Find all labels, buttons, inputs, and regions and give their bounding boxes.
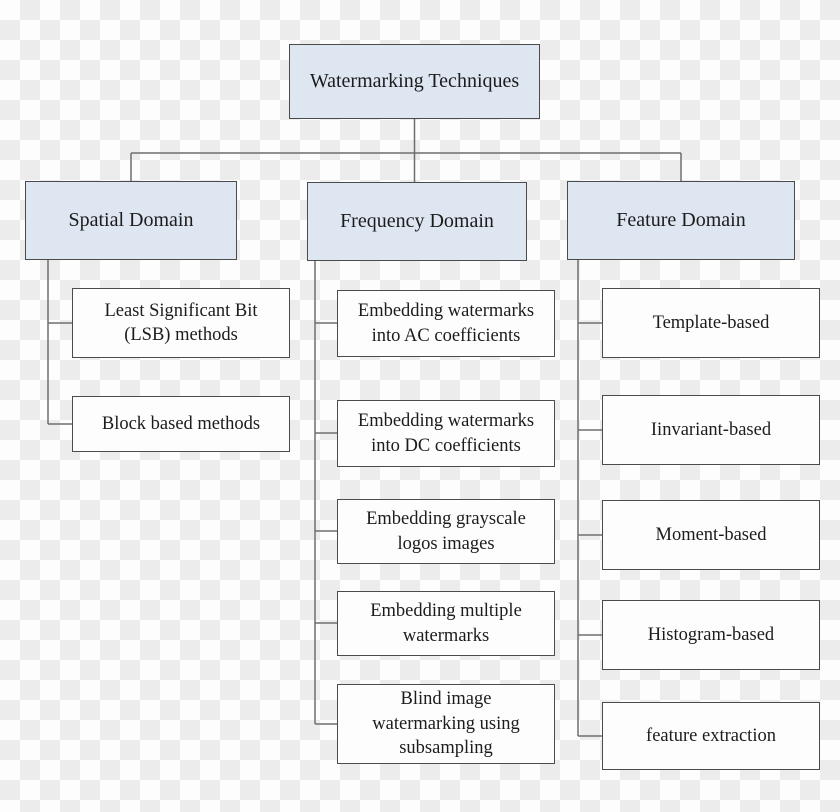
node-blind-subsampling: Blind image watermarking using subsampli… — [337, 684, 555, 764]
node-frequency-domain: Frequency Domain — [307, 182, 527, 261]
node-histogram-based: Histogram-based — [602, 600, 820, 670]
node-moment-based: Moment-based — [602, 500, 820, 570]
node-dc-coefficients: Embedding watermarks into DC coefficient… — [337, 400, 555, 467]
node-lsb-methods: Least Significant Bit (LSB) methods — [72, 288, 290, 358]
node-template-based: Template-based — [602, 288, 820, 358]
node-feature-extraction: feature extraction — [602, 702, 820, 770]
node-block-based-methods: Block based methods — [72, 396, 290, 452]
node-watermarking-techniques: Watermarking Techniques — [289, 44, 540, 119]
node-multiple-watermarks: Embedding multiple watermarks — [337, 591, 555, 656]
node-ac-coefficients: Embedding watermarks into AC coefficient… — [337, 290, 555, 357]
node-spatial-domain: Spatial Domain — [25, 181, 237, 260]
node-invariant-based: Iinvariant-based — [602, 395, 820, 465]
node-grayscale-logos: Embedding grayscale logos images — [337, 499, 555, 564]
node-feature-domain: Feature Domain — [567, 181, 795, 260]
